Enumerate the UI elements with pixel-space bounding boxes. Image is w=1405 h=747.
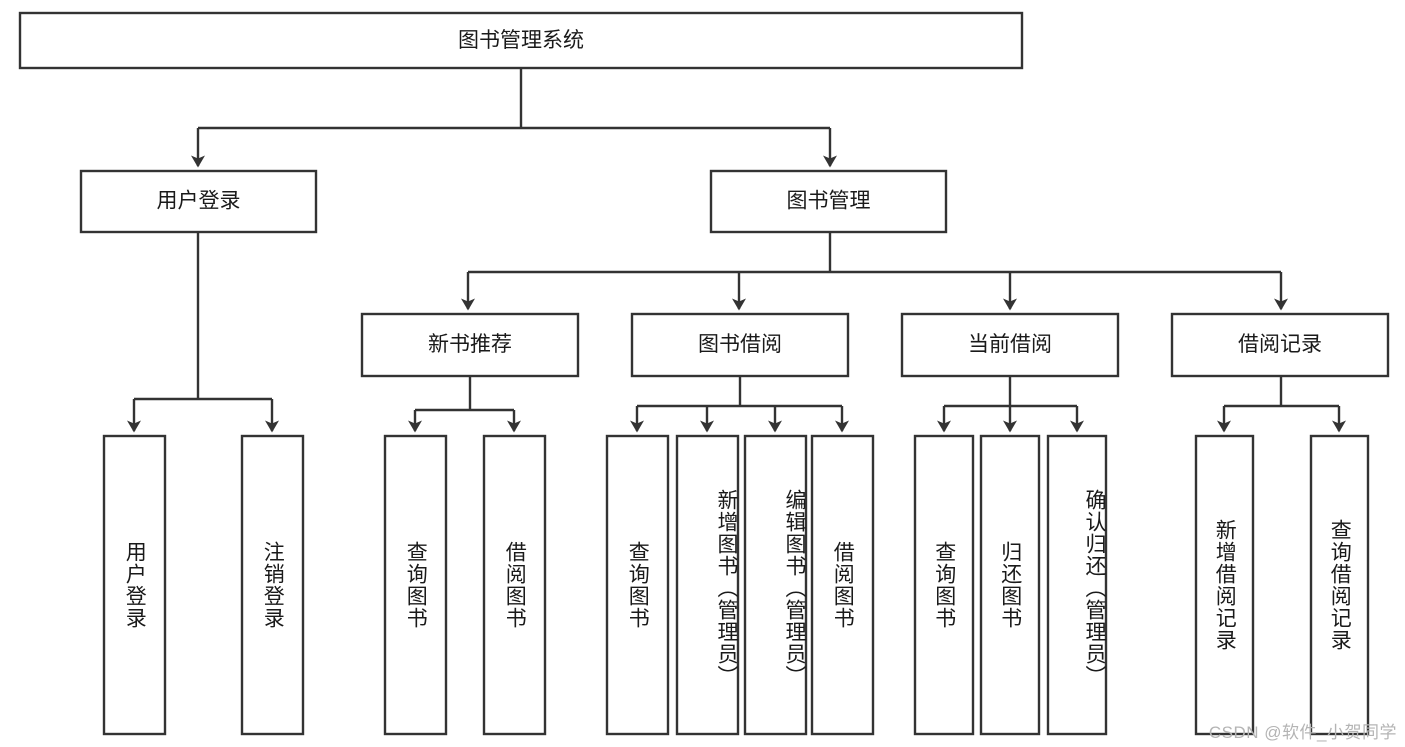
- connector-group-records-to-leaves: [1217, 376, 1346, 433]
- node-user-login[interactable]: 用户登录: [79, 169, 318, 234]
- leaf-box-add-book-admin[interactable]: [675, 434, 740, 736]
- node-root-system[interactable]: 图书管理系统: [18, 11, 1024, 70]
- node-book-borrow[interactable]: 图书借阅: [630, 312, 850, 378]
- leaf-box-add-borrow-record[interactable]: [1194, 434, 1255, 736]
- node-borrow-records-box[interactable]: [1170, 312, 1390, 378]
- leaf-box-query-book-borrow[interactable]: [605, 434, 670, 736]
- node-book-management-label: 图书管理: [787, 190, 871, 213]
- connector-group-newbook-to-leaves: [408, 376, 521, 433]
- node-user-login-label: 用户登录: [157, 190, 241, 213]
- node-borrow-records[interactable]: 借阅记录: [1170, 312, 1390, 378]
- leaf-box-confirm-return-admin[interactable]: [1046, 434, 1108, 736]
- leaf-box-query-book-current[interactable]: [913, 434, 975, 736]
- node-new-book-recommend-box[interactable]: [360, 312, 580, 378]
- connector-group-root-to-level2: [191, 68, 837, 168]
- csdn-watermark: CSDN @软件_小贺同学: [1208, 723, 1397, 742]
- leaf-box-logout[interactable]: [240, 434, 305, 736]
- node-new-book-recommend-label: 新书推荐: [428, 333, 512, 356]
- node-book-borrow-box[interactable]: [630, 312, 850, 378]
- connector-group-current-to-leaves: [937, 376, 1084, 433]
- leaf-box-return-book[interactable]: [979, 434, 1041, 736]
- connector-group-userlogin-to-leaves: [127, 232, 279, 433]
- leaf-box-edit-book-admin[interactable]: [743, 434, 808, 736]
- node-current-borrow[interactable]: 当前借阅: [900, 312, 1120, 378]
- node-current-borrow-box[interactable]: [900, 312, 1120, 378]
- node-borrow-records-label: 借阅记录: [1238, 333, 1322, 356]
- leaf-box-user-login[interactable]: [102, 434, 167, 736]
- leaf-box-query-borrow-record[interactable]: [1309, 434, 1370, 736]
- connector-group-bookmgmt-to-level3: [461, 232, 1288, 311]
- node-root-system-box[interactable]: [18, 11, 1024, 70]
- node-book-borrow-label: 图书借阅: [698, 333, 782, 356]
- leaf-box-borrow-book[interactable]: [810, 434, 875, 736]
- leaf-box-query-book-new[interactable]: [383, 434, 448, 736]
- leaf-box-borrow-book-new[interactable]: [482, 434, 547, 736]
- node-new-book-recommend[interactable]: 新书推荐: [360, 312, 580, 378]
- node-book-management-box[interactable]: [709, 169, 948, 234]
- node-root-system-label: 图书管理系统: [458, 29, 584, 52]
- connector-group-borrow-to-leaves: [630, 376, 849, 433]
- node-user-login-box[interactable]: [79, 169, 318, 234]
- node-current-borrow-label: 当前借阅: [968, 333, 1052, 356]
- node-book-management[interactable]: 图书管理: [709, 169, 948, 234]
